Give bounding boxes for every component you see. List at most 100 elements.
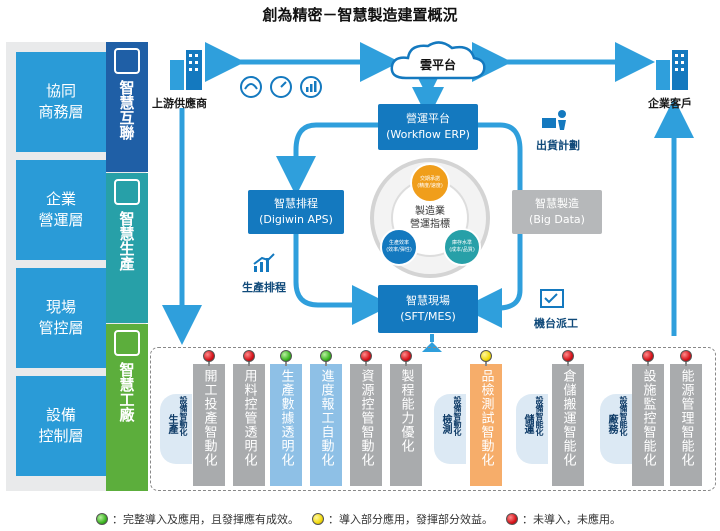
red-status-icon [203, 350, 215, 362]
app-column-label: 生產數據透明化 [278, 369, 294, 467]
efficiency-metric: 生產效率 (效率/彈性) [380, 228, 418, 266]
layer-equipment-control: 設備 控制層 [16, 376, 106, 476]
group-storage: 設備智能化 儲運 [516, 394, 548, 464]
yellow-status-icon [480, 350, 492, 362]
smart-factory-box: 智慧工廠 [106, 324, 148, 491]
truck-worker-icon [540, 108, 570, 136]
group-production-main: 生產 [166, 414, 177, 434]
status-stem [248, 360, 250, 366]
group-storage-sub: 設備智能化 [535, 396, 544, 436]
status-stem [647, 360, 649, 366]
legend-yellow: ：導入部分應用，發揮部分效益。 [312, 511, 493, 527]
green-status-icon [280, 350, 292, 362]
green-status-icon [96, 513, 108, 525]
page-title: 創為精密－智慧製造建置概況 [262, 6, 458, 24]
status-stem [365, 360, 367, 366]
equipment-panel [150, 347, 716, 491]
status-stem [325, 360, 327, 366]
production-schedule-caption: 生產排程 [242, 281, 286, 294]
layer-collab-commerce: 協同 商務層 [16, 52, 106, 152]
app-column[interactable]: 品檢測試智動化 [470, 364, 502, 486]
checklist-icon [540, 288, 566, 314]
app-column[interactable]: 倉儲搬運智能化 [552, 364, 584, 486]
app-column-label: 能源管理智能化 [678, 369, 694, 467]
status-stem [485, 360, 487, 366]
app-column[interactable]: 設施監控智能化 [632, 364, 664, 486]
legend-red-text: ：未導入，未應用。 [522, 513, 621, 526]
smart-production-label: 智慧生產 [117, 211, 136, 271]
inventory-metric: 庫存水準 (成本/品質) [443, 228, 481, 266]
smart-production-box: 智慧生產 [106, 173, 148, 323]
yellow-status-icon [312, 513, 324, 525]
app-column[interactable]: 製程能力優化 [390, 364, 422, 486]
app-column[interactable]: 資源控管智動化 [350, 364, 382, 486]
status-stem [567, 360, 569, 366]
layer-column: 協同 商務層 企業 營運層 現場 管控層 設備 控制層 智慧互聯 智慧生產 智慧… [6, 42, 148, 491]
app-column-label: 品檢測試智動化 [478, 369, 494, 467]
legend-red: ：未導入，未應用。 [506, 511, 621, 527]
status-stem [685, 360, 687, 366]
app-column[interactable]: 生產數據透明化 [270, 364, 302, 486]
app-column-label: 製程能力優化 [398, 369, 414, 453]
legend-yellow-text: ：導入部分應用，發揮部分效益。 [328, 513, 493, 526]
group-storage-main: 儲運 [522, 414, 533, 434]
red-status-icon [243, 350, 255, 362]
group-inspection-main: 檢測 [440, 414, 451, 434]
building-icon [168, 48, 206, 92]
app-column[interactable]: 開工投產智動化 [193, 364, 225, 486]
app-column-label: 用料控管透明化 [241, 369, 257, 467]
red-status-icon [680, 350, 692, 362]
app-column-label: 倉儲搬運智能化 [560, 369, 576, 467]
machine-dispatch-caption: 機台派工 [534, 317, 578, 330]
app-column[interactable]: 能源管理智能化 [670, 364, 702, 486]
cloud-icon [390, 41, 486, 80]
app-column-label: 設施監控智能化 [640, 369, 656, 467]
green-status-icon [320, 350, 332, 362]
trend-chart-icon [252, 252, 276, 278]
group-facility-main: 廠務 [606, 414, 617, 434]
legend-green: ：完整導入及應用，且發揮應有成效。 [96, 511, 299, 527]
supplier-label: 上游供應商 [152, 97, 207, 110]
app-column-label: 進度報工自動化 [318, 369, 334, 467]
smart-interconnect-box: 智慧互聯 [106, 42, 148, 172]
legend-green-text: ：完整導入及應用，且發揮應有成效。 [112, 513, 299, 526]
smart-interconnect-label: 智慧互聯 [117, 80, 136, 140]
smart-factory-label: 智慧工廠 [117, 362, 136, 422]
group-facility: 設備智能化 廠務 [600, 394, 632, 464]
group-production: 設備智動化 生產 [160, 394, 192, 464]
layer-field-control: 現場 管控層 [16, 268, 106, 368]
speedometer-icon [270, 76, 292, 102]
delivery-metric: 交期承諾 (精度/速度) [410, 163, 450, 203]
factory-icon [114, 330, 140, 356]
status-stem [285, 360, 287, 366]
app-column-label: 開工投產智動化 [201, 369, 217, 467]
monitor-chart-icon [114, 179, 140, 205]
red-status-icon [506, 513, 518, 525]
cloud-label: 雲平台 [419, 57, 456, 72]
cloud-tablet-icon [114, 48, 140, 74]
app-column[interactable]: 進度報工自動化 [310, 364, 342, 486]
status-stem [405, 360, 407, 366]
red-status-icon [400, 350, 412, 362]
group-facility-sub: 設備智能化 [619, 396, 628, 436]
shipping-plan-caption: 出貨計劃 [536, 139, 580, 152]
gauge-icon [240, 76, 262, 102]
cloud-platform: 雲平台 [386, 38, 490, 82]
layer-enterprise-operation: 企業 營運層 [16, 160, 106, 260]
red-status-icon [562, 350, 574, 362]
red-status-icon [642, 350, 654, 362]
app-column[interactable]: 用料控管透明化 [233, 364, 265, 486]
bigdata-node[interactable]: 智慧製造 (Big Data) [512, 190, 602, 234]
status-stem [208, 360, 210, 366]
app-column-label: 資源控管智動化 [358, 369, 374, 467]
bar-chart-icon [300, 76, 322, 102]
group-inspection: 設備智動化 檢測 [434, 394, 466, 464]
mes-node[interactable]: 智慧現場 (SFT/MES) [378, 285, 478, 333]
building-icon [654, 48, 692, 92]
erp-node[interactable]: 營運平台 (Workflow ERP) [378, 104, 478, 150]
group-production-sub: 設備智動化 [179, 396, 188, 436]
group-inspection-sub: 設備智動化 [453, 396, 462, 436]
center-metric-label: 製造業 營運指標 [410, 206, 450, 230]
aps-node[interactable]: 智慧排程 (Digiwin APS) [248, 190, 344, 234]
customer-label: 企業客戶 [648, 97, 692, 110]
